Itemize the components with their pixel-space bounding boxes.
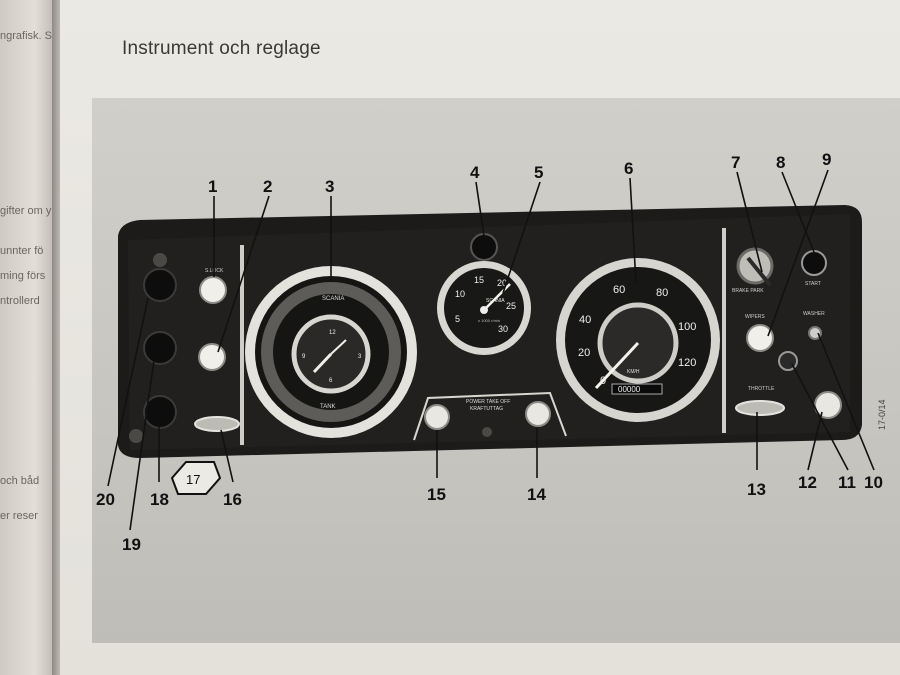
left-divider <box>240 245 244 445</box>
warning-lamp-4 <box>470 233 498 261</box>
pto-label-sv: KRAFTUTTAG <box>470 406 503 412</box>
tacho-scale: 10 <box>455 289 465 299</box>
pto-label: POWER TAKE OFF <box>466 399 510 405</box>
start-label: START <box>805 281 821 287</box>
callout-3: 3 <box>325 177 334 196</box>
left-page-text: gifter om y <box>0 205 52 217</box>
tacho-unit: x 1000 r/min <box>478 318 500 323</box>
page-title: Instrument och reglage <box>122 38 321 59</box>
callout-16: 16 <box>223 490 242 509</box>
callout-7: 7 <box>731 153 740 172</box>
left-page-text: unnter fö <box>0 245 44 257</box>
reference-arrow-icon <box>170 461 222 495</box>
speed-scale: 40 <box>579 314 591 326</box>
switch-2 <box>198 343 226 371</box>
throttle-control-13 <box>735 400 785 416</box>
left-page-text: och båd <box>0 475 40 487</box>
panel-screw <box>482 427 492 437</box>
figure-code: 17-0/14 <box>877 399 887 430</box>
left-page-text: ngrafisk. S <box>0 30 52 42</box>
needle-hub <box>480 306 488 314</box>
book-gutter <box>52 0 62 675</box>
callout-12: 12 <box>798 473 817 492</box>
callout-1: 1 <box>208 177 217 196</box>
clock-number: 12 <box>329 330 336 336</box>
clock-hand <box>330 339 347 355</box>
knob-20 <box>143 268 177 302</box>
tacho-brand: SCANIA <box>486 298 505 304</box>
tachometer-needle <box>483 283 511 311</box>
gauge-brand: SCANIA <box>322 296 344 302</box>
ignition-key <box>746 256 772 287</box>
panel-screw <box>129 429 143 443</box>
clock-number: 6 <box>329 378 333 384</box>
callout-leaders <box>107 169 875 531</box>
callout-6: 6 <box>624 159 633 178</box>
callout-19: 19 <box>122 535 141 554</box>
speed-scale: 60 <box>613 284 625 296</box>
right-divider <box>722 228 726 433</box>
left-page-text: ntrollerd <box>0 295 40 307</box>
left-page-text: ming förs <box>0 270 46 282</box>
speed-scale: 100 <box>678 321 696 333</box>
callout-13: 13 <box>747 480 766 499</box>
callout-10: 10 <box>864 473 883 492</box>
callout-14: 14 <box>527 485 546 504</box>
tacho-scale: 5 <box>455 314 460 324</box>
control-12 <box>814 391 842 419</box>
reference-arrow-number: 17 <box>186 472 200 487</box>
callout-2: 2 <box>263 177 272 196</box>
panel-screw <box>153 253 167 267</box>
left-page-text: er reser <box>0 510 38 522</box>
callout-11: 11 <box>838 473 856 492</box>
speedometer-needle <box>594 341 640 390</box>
combination-gauge-ring <box>261 282 401 422</box>
start-button-8 <box>801 250 827 276</box>
callout-20: 20 <box>96 490 115 509</box>
tank-label: TANK <box>320 404 336 410</box>
toggle-16 <box>194 416 240 432</box>
tacho-scale: 20 <box>497 278 507 288</box>
knob-18 <box>143 395 177 429</box>
callout-9: 9 <box>822 150 831 169</box>
dashboard-illustration: S.LOCK SCANIA TANK 12 3 6 9 5 10 15 20 2… <box>96 150 887 554</box>
brake-label: BRAKE PARK <box>732 288 764 294</box>
speed-unit: KM/H <box>627 369 640 375</box>
speed-scale: 20 <box>578 347 590 359</box>
speed-scale: 0 <box>600 375 606 387</box>
callout-15: 15 <box>427 485 446 504</box>
tacho-scale: 15 <box>474 275 484 285</box>
left-page-edge <box>0 0 58 675</box>
washer-switch-10 <box>808 326 822 340</box>
callout-numbers: 1 2 3 4 5 6 7 8 9 10 11 12 13 14 15 16 1… <box>96 150 883 554</box>
switch-1 <box>199 276 227 304</box>
tacho-scale: 25 <box>506 301 516 311</box>
odometer <box>611 383 663 395</box>
dashboard-photo: S.LOCK SCANIA TANK 12 3 6 9 5 10 15 20 2… <box>92 98 900 643</box>
clock-number: 9 <box>302 354 306 360</box>
pto-switch-14 <box>525 401 551 427</box>
clock-hand <box>312 352 333 374</box>
knob-19 <box>143 331 177 365</box>
throttle-label: THROTTLE <box>748 386 775 392</box>
callout-5: 5 <box>534 163 543 182</box>
callout-4: 4 <box>470 163 480 182</box>
pto-frame <box>413 391 567 441</box>
callout-8: 8 <box>776 153 785 172</box>
wiper-switch-9 <box>746 324 774 352</box>
clock-number: 3 <box>358 354 362 360</box>
odometer-digits: 00000 <box>618 385 641 394</box>
speed-scale: 80 <box>656 287 668 299</box>
speed-scale: 120 <box>678 357 696 369</box>
wipers-label: WIPERS <box>745 314 765 320</box>
callout-18: 18 <box>150 490 169 509</box>
tacho-scale: 30 <box>498 324 508 334</box>
pto-switch-15 <box>424 404 450 430</box>
washer-label: WASHER <box>803 311 825 317</box>
